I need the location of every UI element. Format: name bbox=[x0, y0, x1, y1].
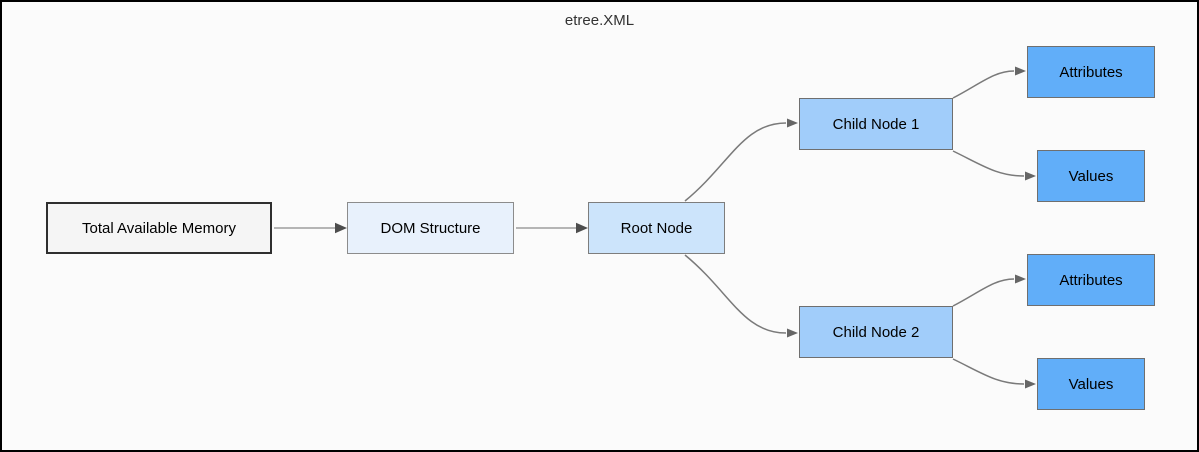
edge-child-node-2-to-values bbox=[952, 358, 1036, 389]
node-label: Attributes bbox=[1059, 63, 1123, 81]
node-label: Child Node 2 bbox=[832, 323, 920, 341]
node-root-node[interactable]: Root Node bbox=[588, 202, 725, 254]
node-attributes-of-child-1[interactable]: Attributes bbox=[1027, 46, 1155, 98]
edge-child-node-1-to-attributes bbox=[952, 66, 1026, 99]
edge-child-node-2-to-attributes bbox=[952, 274, 1026, 307]
node-label: Root Node bbox=[620, 219, 693, 237]
diagram-title: etree.XML bbox=[564, 12, 635, 29]
node-attributes-of-child-2[interactable]: Attributes bbox=[1027, 254, 1155, 306]
node-dom-structure[interactable]: DOM Structure bbox=[347, 202, 514, 254]
node-values-of-child-2[interactable]: Values bbox=[1037, 358, 1145, 410]
node-label: Total Available Memory bbox=[82, 219, 236, 237]
node-label: Values bbox=[1068, 375, 1114, 393]
edge-total-memory-to-dom-structure bbox=[274, 222, 347, 234]
node-label: DOM Structure bbox=[380, 219, 481, 237]
node-child-node-2[interactable]: Child Node 2 bbox=[799, 306, 953, 358]
node-label: Values bbox=[1068, 167, 1114, 185]
edge-dom-structure-to-root-node bbox=[516, 222, 588, 234]
node-total-available-memory[interactable]: Total Available Memory bbox=[46, 202, 272, 254]
edge-root-node-to-child-node-2 bbox=[684, 254, 798, 338]
node-label: Attributes bbox=[1059, 271, 1123, 289]
node-child-node-1[interactable]: Child Node 1 bbox=[799, 98, 953, 150]
edge-child-node-1-to-values bbox=[952, 150, 1036, 181]
node-values-of-child-1[interactable]: Values bbox=[1037, 150, 1145, 202]
edge-root-node-to-child-node-1 bbox=[684, 118, 798, 202]
node-label: Child Node 1 bbox=[832, 115, 920, 133]
